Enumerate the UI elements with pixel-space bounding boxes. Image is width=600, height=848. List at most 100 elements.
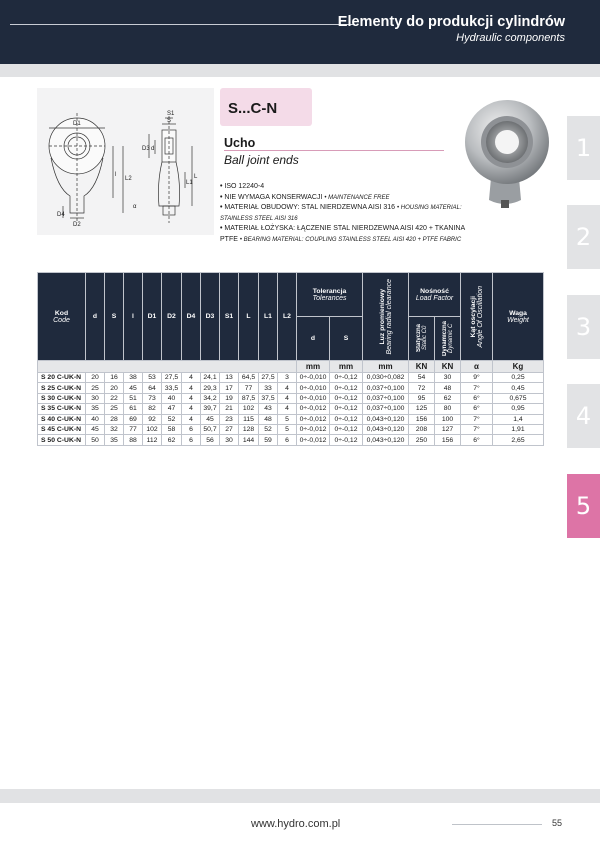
table-cell: 0÷-0,012 (296, 423, 330, 436)
table-cell: 64 (142, 382, 162, 394)
drawing-svg: D1 S1 S D3 d L L1 L2 l α D4 D2 (48, 111, 198, 228)
header-title: Elementy do produkcji cylindrów (337, 14, 565, 30)
table-cell: 77 (123, 423, 143, 436)
section-tab-1[interactable]: 1 (567, 116, 600, 180)
table-cell: 1,4 (492, 413, 544, 425)
table-cell: 72 (408, 382, 435, 394)
header-rule (10, 24, 355, 25)
table-cell: 0,043÷0,120 (362, 413, 409, 425)
table-cell: 35 (104, 434, 124, 446)
table-cell: 0÷-0,010 (296, 392, 330, 405)
technical-drawing: D1 S1 S D3 d L L1 L2 l α D4 D2 (37, 88, 214, 235)
table-cell: 0÷-0,012 (296, 413, 330, 425)
table-cell: 28 (104, 413, 124, 425)
footer-url[interactable]: www.hydro.com.pl (251, 818, 341, 830)
table-cell: 144 (238, 434, 259, 446)
product-code-cell: S 25 C-UK-N (37, 382, 86, 394)
table-cell: 13 (219, 371, 239, 384)
product-code: S...C-N (228, 100, 278, 117)
table-cell: 4 (181, 382, 201, 394)
table-cell: 45 (85, 423, 105, 436)
table-cell: 0,037÷0,100 (362, 403, 409, 415)
table-cell: 20 (85, 371, 105, 384)
footer-band (0, 789, 600, 803)
table-cell: 6 (181, 434, 201, 446)
unit-cell: KN (408, 360, 435, 373)
table-cell: 27,5 (258, 371, 278, 384)
table-cell: 0÷-0,012 (296, 403, 330, 415)
table-cell: 48 (434, 382, 461, 394)
table-cell: 58 (161, 423, 182, 436)
table-cell: 27,5 (161, 371, 182, 384)
table-cell: 43 (258, 403, 278, 415)
header-d1: D1 (142, 272, 162, 361)
table-cell: 40 (85, 413, 105, 425)
unit-cell: mm (296, 360, 330, 373)
table-cell: 0÷-0,010 (296, 382, 330, 394)
table-cell: 115 (238, 413, 259, 425)
feature-item: PTFE • BEARING MATERIAL: COUPLING STAINL… (220, 235, 462, 243)
section-tab-2[interactable]: 2 (567, 205, 600, 269)
table-cell: 102 (238, 403, 259, 415)
section-tab-3[interactable]: 3 (567, 295, 600, 359)
table-cell: 50 (85, 434, 105, 446)
feature-item: • ISO 12240-4 (220, 183, 265, 190)
product-name: Ucho (224, 136, 256, 150)
table-cell: 0÷-0,12 (329, 423, 363, 436)
table-cell: 34,2 (200, 392, 220, 405)
table-cell: 33,5 (161, 382, 182, 394)
label-S1: S1 (167, 111, 175, 117)
label-d: d (151, 146, 154, 152)
table-cell: 6° (460, 392, 493, 405)
unit-cell: KN (434, 360, 461, 373)
table-cell: 2,65 (492, 434, 544, 446)
table-cell: 80 (434, 403, 461, 415)
table-cell: 51 (123, 392, 143, 405)
page-number: 55 (552, 818, 563, 828)
product-code-cell: S 20 C-UK-N (37, 371, 86, 384)
table-cell: 4 (181, 403, 201, 415)
header-s: S (104, 272, 124, 361)
table-cell: 92 (142, 413, 162, 425)
feature-item: • MATERIAŁ OBUDOWY: STAL NIERDZEWNA AISI… (220, 204, 462, 211)
product-name-en: Ball joint ends (224, 153, 299, 167)
feature-list: • ISO 12240-4 • NIE WYMAGA KONSERWACJI •… (220, 182, 465, 245)
table-cell: 25 (104, 403, 124, 415)
table-cell: 156 (408, 413, 435, 425)
table-cell: 4 (277, 382, 297, 394)
label-D4: D4 (57, 212, 65, 218)
section-tab-5[interactable]: 5 (567, 474, 600, 538)
table-cell: 27 (219, 423, 239, 436)
table-cell: 5 (277, 423, 297, 436)
table-cell: 125 (408, 403, 435, 415)
feature-item: • NIE WYMAGA KONSERWACJI • MAINTENANCE F… (220, 193, 390, 201)
table-cell: 88 (123, 434, 143, 446)
section-tab-4[interactable]: 4 (567, 384, 600, 448)
table-cell: 127 (434, 423, 461, 436)
table-cell: 25 (85, 382, 105, 394)
ball-joint-image (465, 100, 549, 208)
table-cell: 39,7 (200, 403, 220, 415)
header-d4: D4 (181, 272, 201, 361)
table-cell: 0,043÷0,120 (362, 423, 409, 436)
table-cell: 0,037÷0,100 (362, 392, 409, 405)
table-cell: 16 (104, 371, 124, 384)
table-cell: 30 (434, 371, 461, 384)
page-header: Elementy do produkcji cylindrów Hydrauli… (0, 0, 600, 64)
table-cell: 32 (104, 423, 124, 436)
table-cell: 29,3 (200, 382, 220, 394)
product-code-cell: S 50 C-UK-N (37, 434, 86, 446)
